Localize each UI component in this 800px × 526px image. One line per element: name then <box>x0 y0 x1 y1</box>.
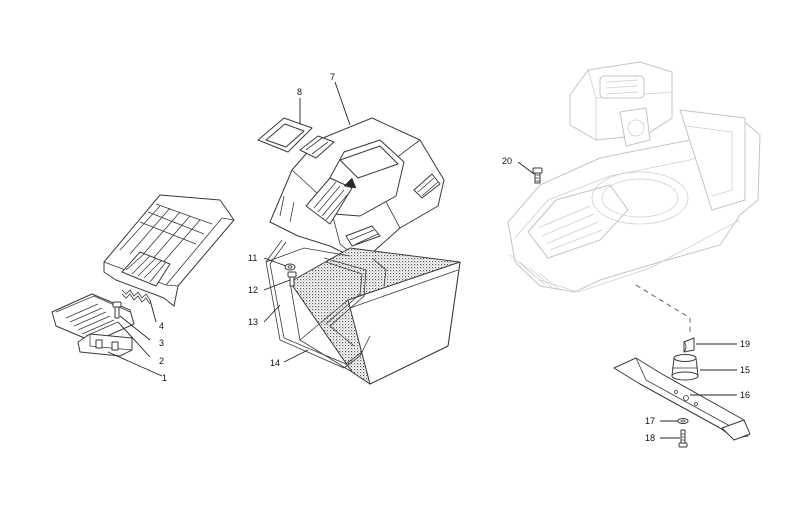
bag-frame-part <box>265 239 387 369</box>
washer-part <box>284 263 296 271</box>
spring-part <box>121 289 151 305</box>
leader-20 <box>517 161 535 175</box>
mower-deck-ghost <box>507 61 761 293</box>
callout-12: 12 <box>248 285 258 295</box>
bolt-part <box>532 167 543 184</box>
leader-3 <box>119 315 151 341</box>
screw-part <box>112 301 122 319</box>
cap-part <box>683 337 695 353</box>
callout-labels: 1 2 3 4 7 8 11 12 13 14 15 16 17 18 19 2… <box>159 72 750 443</box>
callout-15: 15 <box>740 365 750 375</box>
clip-assembly-part <box>51 293 135 357</box>
callout-2: 2 <box>159 356 164 366</box>
blade-adapter-part <box>671 354 699 381</box>
frame-bolt-part <box>287 271 297 287</box>
callout-19: 19 <box>740 339 750 349</box>
grass-bag-part <box>289 247 461 385</box>
blade-bolt-part <box>678 429 688 448</box>
callout-8: 8 <box>297 87 302 97</box>
callout-7: 7 <box>330 72 335 82</box>
blade-washer-part <box>677 418 689 424</box>
leader-12 <box>263 279 291 291</box>
callout-18: 18 <box>645 433 655 443</box>
callout-13: 13 <box>248 317 258 327</box>
grass-bag-cover-part <box>269 117 445 263</box>
leader-2 <box>117 321 151 358</box>
leader-11 <box>263 257 287 267</box>
callout-1: 1 <box>162 373 167 383</box>
callout-3: 3 <box>159 338 164 348</box>
leader-lines <box>107 81 737 439</box>
leader-4 <box>149 299 157 323</box>
callout-11: 11 <box>248 253 257 263</box>
leader-1 <box>107 351 163 377</box>
leader-13 <box>263 304 281 323</box>
blade-part <box>613 357 751 441</box>
callout-17: 17 <box>645 416 655 426</box>
callout-20: 20 <box>502 156 512 166</box>
callout-16: 16 <box>740 390 750 400</box>
rear-flap-part <box>103 194 235 307</box>
callout-4: 4 <box>159 321 164 331</box>
assembly-axis <box>635 284 691 335</box>
callout-14: 14 <box>270 358 280 368</box>
leader-7 <box>334 81 351 126</box>
window-gasket-part <box>257 117 313 153</box>
leader-14 <box>283 349 309 363</box>
